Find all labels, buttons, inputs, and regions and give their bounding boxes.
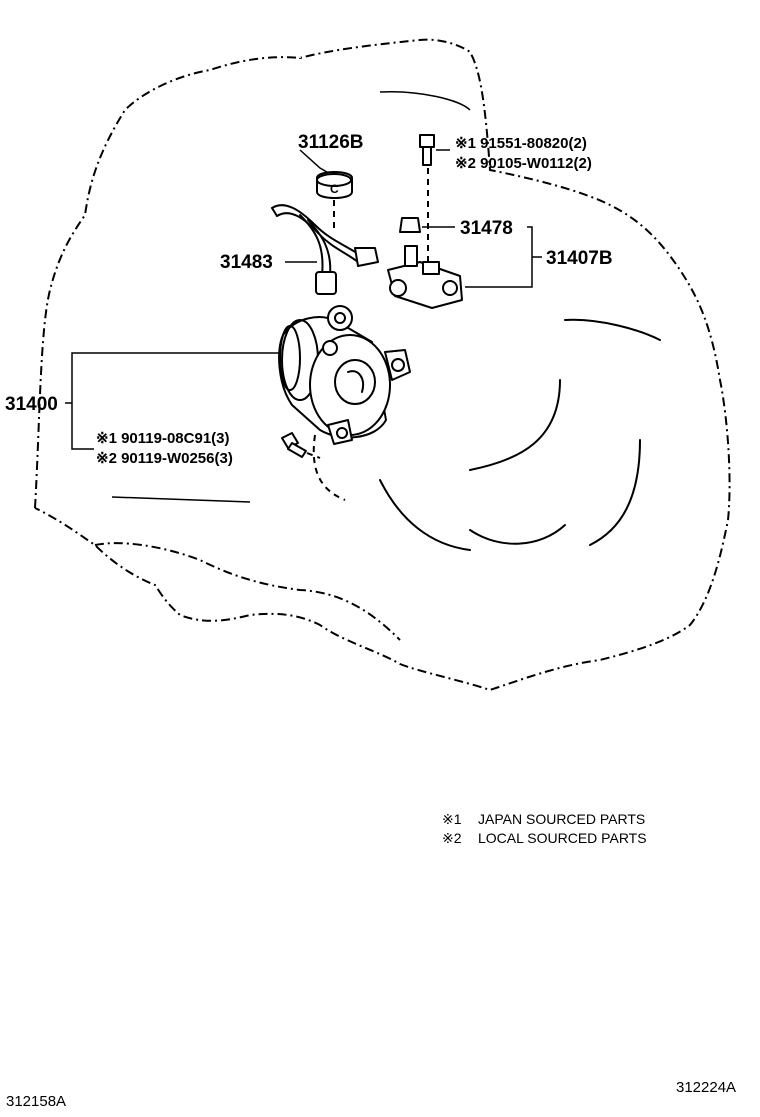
bolt-bottom (281, 432, 307, 458)
bell-arc-right (589, 439, 641, 546)
bracket-31407b (465, 226, 542, 288)
callout-31483: 31483 (220, 252, 273, 273)
illustration-id-right: 312224A (676, 1079, 736, 1096)
callout-31400: 31400 (5, 394, 58, 415)
callout-bolt-bottom-2: ※2 90119-W0256(3) (96, 450, 233, 467)
tube-31483 (271, 204, 379, 295)
callout-bolt-top-1: ※1 91551-80820(2) (455, 135, 587, 152)
bracket-31400 (65, 352, 280, 450)
release-assembly-31400 (278, 305, 411, 445)
bell-arc-bottom (379, 479, 471, 551)
bell-arc-outer (564, 318, 661, 341)
note-1-mark: ※1 (442, 811, 462, 827)
cap-31478 (399, 217, 421, 233)
callout-31126b: 31126B (298, 132, 364, 153)
callout-31478: 31478 (460, 218, 513, 239)
callout-bolt-top-2: ※2 90105-W0112(2) (455, 155, 592, 172)
housing-flange-edge (111, 496, 251, 503)
bell-arc-lower (469, 524, 566, 545)
note-2-mark: ※2 (442, 830, 462, 846)
grommet-31126b: C (316, 171, 353, 199)
cylinder-31407b (387, 245, 463, 309)
note-1-text: JAPAN SOURCED PARTS (478, 811, 645, 827)
illustration-id-left: 312158A (6, 1093, 66, 1110)
bolt-bottom-dash (306, 452, 321, 459)
callout-31407b: 31407B (546, 248, 613, 269)
leader-31126b (299, 149, 333, 176)
callout-bolt-bottom-1: ※1 90119-08C91(3) (96, 430, 230, 447)
bell-arc-inner (469, 379, 561, 471)
housing-inner-rim (94, 542, 401, 641)
bolt-top (419, 134, 435, 166)
housing-ring-left (379, 90, 471, 111)
note-2-text: LOCAL SOURCED PARTS (478, 830, 647, 846)
bell-hidden-arc (312, 434, 346, 501)
svg-text:C: C (330, 182, 339, 196)
transmission-housing-outline (34, 38, 731, 692)
